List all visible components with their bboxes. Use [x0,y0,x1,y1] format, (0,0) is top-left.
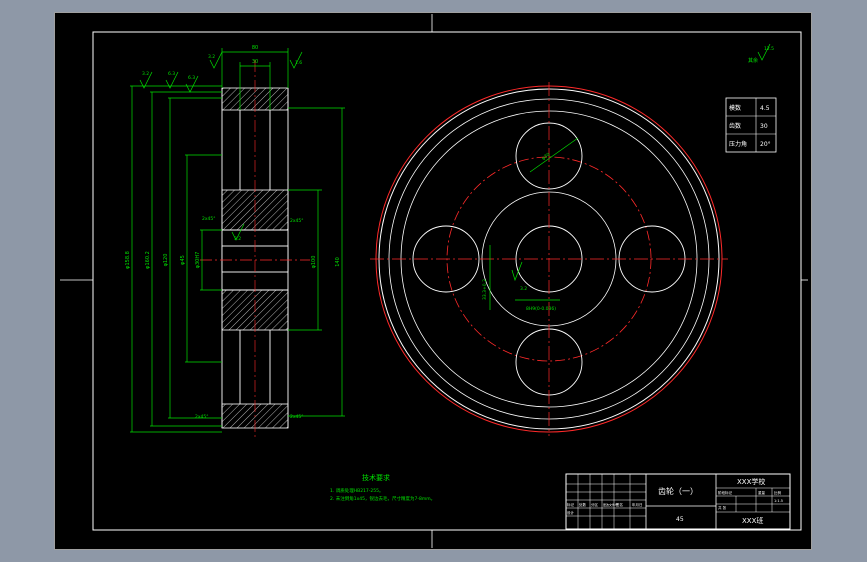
tb-scale: 1:1.5 [774,499,783,503]
chamfer-1: 2x45° [202,216,216,222]
tb-school: XXX学校 [737,477,765,486]
dim-hub-diameter: φ45 [180,255,186,265]
dim-right-100: φ100 [311,256,317,269]
tech-item-1: 1. 调质处理HB217-255。 [330,487,384,494]
front-roughness [511,261,523,282]
rest-roughness-label: 其余 [748,57,758,64]
param-label-module: 模数 [729,104,741,112]
param-label-pressure: 压力角 [729,140,747,148]
tb-label-mark: 标记 [567,502,575,507]
chamfer-3: 2x45° [195,414,209,420]
tb-label-sign: 签名 [616,502,623,507]
dim-right-140: 140 [335,257,341,267]
roughness-5: 1.6 [295,60,302,66]
dim-outer-diameter: φ158.8 [125,251,131,269]
section-view: 80 30 φ158.8 φ160.2 φ120 φ45 φ30H7 140 φ… [125,45,345,440]
tech-item-2: 2. 未注倒角1x45，锐边去毛，尺寸精度为7-8mm。 [330,495,435,502]
params-table: 模数 4.5 齿数 30 压力角 20° [725,97,777,153]
hole-dim-text: φ30 [541,152,552,162]
dim-bore-diameter: φ30H7 [195,252,201,269]
lightening-hole-left [412,225,480,293]
keyway-depth-text: 33.3+0.2 [482,279,488,300]
tech-requirements: 技术要求 1. 调质处理HB217-255。 2. 未注倒角1x45，锐边去毛，… [330,473,435,502]
param-value-teeth: 30 [760,123,768,130]
dim-top-width: 80 [252,45,258,51]
tb-stage-label: 阶段标记 [718,490,732,495]
chamfer-4: 2x45° [290,414,304,420]
dim-web-diameter: φ120 [163,254,169,267]
roughness-2: 6.3 [168,71,175,77]
tb-label-change: 更改文件号 [603,502,618,507]
tb-material: 45 [676,516,684,523]
front-view [370,82,728,436]
chamfer-2: 2x45° [290,218,304,224]
front-roughness-text: 3.2 [520,286,527,292]
roughness-3: 6.3 [188,75,195,81]
tb-weight-label: 重量 [758,490,766,495]
tb-designer: 设计 [567,510,575,515]
dim-top-web: 30 [252,59,258,65]
viewport-frame [54,12,812,550]
tb-label-date: 年月日 [632,502,643,507]
rest-roughness-value: 12.5 [764,46,774,52]
hole-dim-leader [529,137,579,173]
rest-roughness-symbol [757,43,771,61]
param-value-pressure: 20° [760,141,771,148]
keyway-width-text: 8H9(0-0.036) [526,306,556,312]
tb-scale-label: 比例 [774,490,782,495]
roughness-6: 3.2 [234,236,241,242]
tech-title: 技术要求 [362,473,390,482]
param-value-module: 4.5 [760,105,770,112]
roughness-1: 3.2 [142,71,149,77]
drawing-border [92,31,802,531]
tb-class: XXX班 [742,516,763,525]
title-block: 标记 处数 分区 更改文件号 签名 年月日 设计 齿轮（一） 45 XXX学校 … [565,473,791,530]
param-label-teeth: 齿数 [729,122,741,130]
dim-tip-diameter: φ160.2 [145,251,151,269]
tb-label-zone: 分区 [591,502,599,507]
tb-drawing-name: 齿轮（一） [658,486,698,496]
tb-label-count: 处数 [579,502,587,507]
roughness-4: 3.2 [208,54,215,60]
tb-sheet: 共 张 [718,505,727,510]
